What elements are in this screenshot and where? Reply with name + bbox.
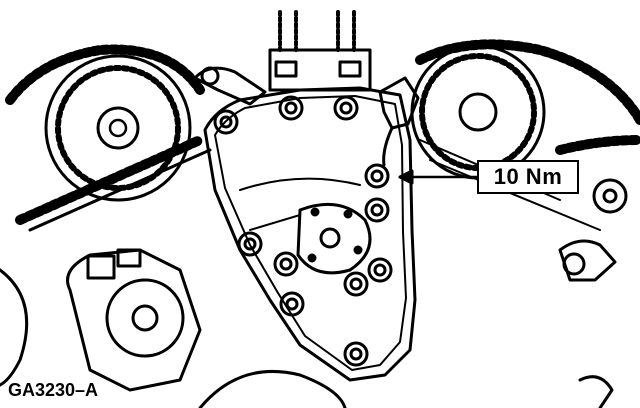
bolt — [367, 257, 393, 283]
timing-cover-plate — [203, 86, 417, 382]
upper-bracket — [268, 10, 372, 92]
callout-leader — [398, 169, 479, 185]
bolt — [213, 109, 239, 135]
bolt — [364, 197, 390, 223]
crank-pulley-edge — [0, 268, 29, 387]
idler-pulley — [66, 248, 202, 392]
left-cam-sprocket — [44, 54, 192, 202]
tensioner-arm — [193, 66, 267, 106]
right-idler — [558, 178, 628, 408]
bolt — [333, 95, 359, 121]
left-timing-chain — [5, 44, 212, 232]
bolt — [343, 341, 369, 367]
bolt — [278, 95, 304, 121]
sensor-bracket — [378, 76, 420, 167]
bolt — [279, 291, 305, 317]
right-cam-sprocket — [410, 44, 546, 180]
bolt — [237, 231, 263, 257]
right-timing-chain — [415, 39, 640, 155]
bolt — [364, 163, 390, 189]
torque-callout: 10 Nm — [477, 160, 579, 194]
pump-hub — [296, 202, 372, 275]
torque-label: 10 Nm — [493, 164, 563, 189]
figure-id: GA3230–A — [8, 380, 99, 400]
lower-pulley — [198, 370, 347, 408]
bolt — [273, 251, 299, 277]
bolt — [343, 271, 369, 297]
